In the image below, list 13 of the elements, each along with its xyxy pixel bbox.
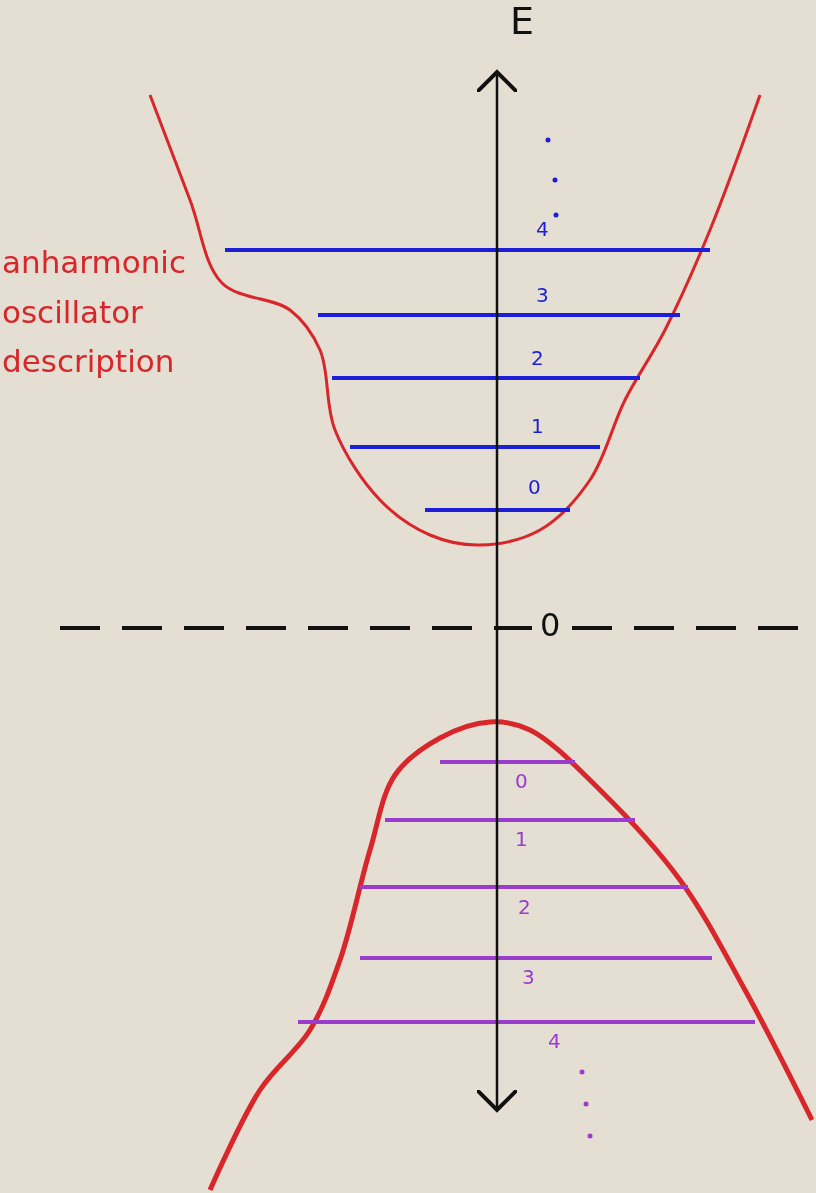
- annotation-text: anharmonic oscillator description: [2, 243, 187, 382]
- level-number: 3: [522, 966, 535, 989]
- level-number: 2: [518, 896, 531, 919]
- zero-label: 0: [540, 607, 561, 644]
- level-number: 2: [531, 347, 544, 370]
- level-number: 4: [536, 218, 549, 241]
- level-number: 1: [531, 415, 544, 438]
- level-number: 0: [515, 770, 528, 793]
- level-number: 3: [536, 284, 549, 307]
- level-number: 0: [528, 476, 541, 499]
- axis-label: E: [510, 0, 534, 44]
- level-number: 4: [548, 1030, 561, 1053]
- level-number: 1: [515, 828, 528, 851]
